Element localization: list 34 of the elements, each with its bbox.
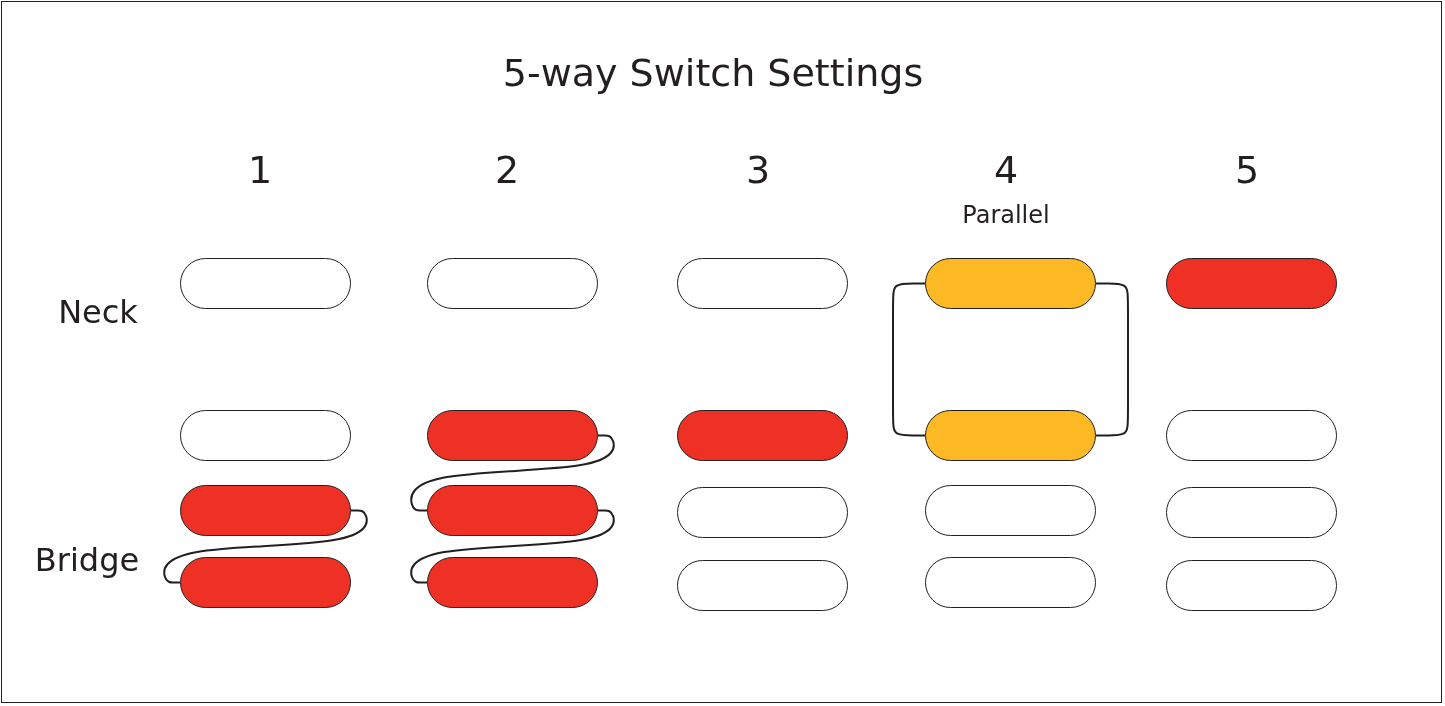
- pickup-bar: [1166, 258, 1337, 309]
- pickup-label: Neck: [58, 296, 138, 328]
- pickup-label: Bridge: [34, 544, 140, 576]
- pickup-bar: [427, 258, 598, 309]
- setting-number: 3: [745, 151, 771, 189]
- pickup-bar: [925, 410, 1096, 461]
- wire: [410, 434, 615, 512]
- pickup-bar: [677, 410, 848, 461]
- pickup-bar: [925, 258, 1096, 309]
- pickup-bar: [1166, 560, 1337, 611]
- setting-number: 4: [993, 151, 1019, 189]
- diagram-title: 5-way Switch Settings: [502, 54, 924, 92]
- pickup-bar: [925, 485, 1096, 536]
- pickup-bar: [427, 410, 598, 461]
- pickup-bar: [1166, 410, 1337, 461]
- pickup-bar: [427, 557, 598, 608]
- pickup-bar: [180, 557, 351, 608]
- wire: [163, 509, 368, 584]
- pickup-bar: [677, 560, 848, 611]
- wire: [1095, 282, 1129, 437]
- pickup-bar: [925, 557, 1096, 608]
- setting-number: 1: [247, 151, 273, 189]
- setting-number: 5: [1234, 151, 1260, 189]
- pickup-bar: [180, 258, 351, 309]
- wire: [410, 509, 615, 584]
- pickup-bar: [677, 487, 848, 538]
- pickup-bar: [427, 485, 598, 536]
- pickup-bar: [180, 485, 351, 536]
- wire: [892, 282, 926, 437]
- pickup-bar: [677, 258, 848, 309]
- pickup-bar: [1166, 487, 1337, 538]
- wiring-note: Parallel: [962, 203, 1050, 227]
- pickup-bar: [180, 410, 351, 461]
- setting-number: 2: [494, 151, 520, 189]
